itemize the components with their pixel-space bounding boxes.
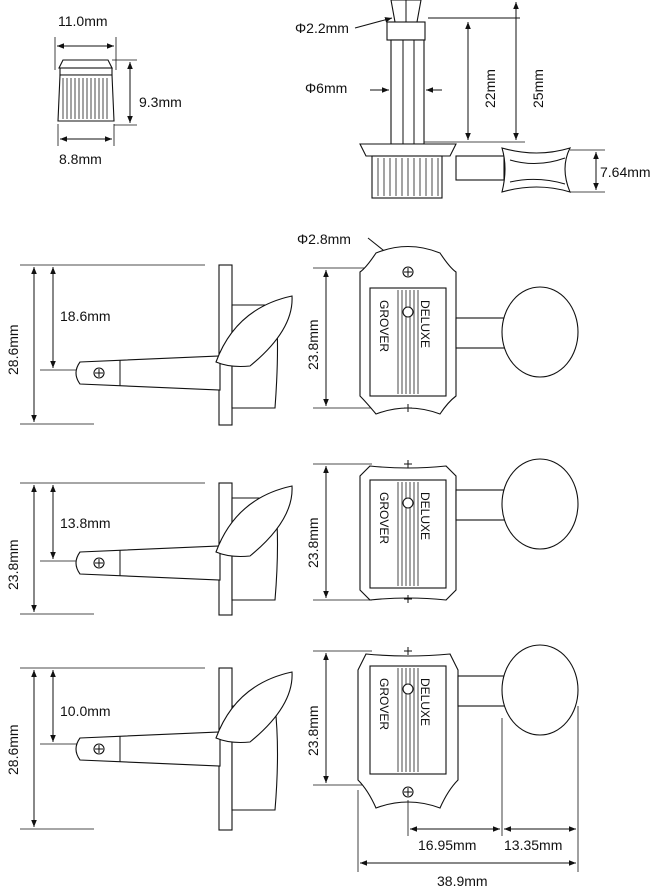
post-25-label: 25mm: [530, 69, 546, 108]
side3-post-label: 10.0mm: [60, 703, 111, 719]
side-view-3: 28.6mm 10.0mm: [5, 667, 293, 831]
button-thickness-label: 7.64mm: [600, 164, 651, 180]
front3-height-label: 23.8mm: [305, 705, 321, 756]
bushing-detail: 11.0mm 9.3mm 8.8mm: [54, 13, 182, 167]
brand-grover-2: GROVER: [377, 492, 391, 544]
bushing-base-label: 8.8mm: [59, 151, 102, 167]
shaft-diameter-label: Φ6mm: [305, 80, 347, 96]
front-view-2: 23.8mm GROVER DELUXE: [305, 458, 579, 603]
bushing-height-label: 9.3mm: [139, 94, 182, 110]
side2-post-label: 13.8mm: [60, 515, 111, 531]
front-view-1: 23.8mm GROVER DELUXE: [305, 246, 579, 415]
front-view-3: 23.8mm GROVER DELUXE 16.95mm 13.35mm 38.…: [305, 644, 579, 889]
front-to-button-label: 16.95mm: [418, 837, 476, 853]
post-diameter-label: Φ2.2mm: [295, 20, 349, 36]
bushing-width-label: 11.0mm: [58, 13, 108, 29]
brand-deluxe-1: DELUXE: [418, 300, 432, 348]
side1-total-label: 28.6mm: [5, 324, 21, 375]
post-side-detail: Φ2.2mm Φ6mm 22mm 25mm: [295, 0, 651, 199]
side3-total-label: 28.6mm: [5, 724, 21, 775]
brand-grover-1: GROVER: [377, 300, 391, 352]
side1-post-label: 18.6mm: [60, 308, 111, 324]
screw-hole-label: Φ2.8mm: [297, 231, 351, 247]
brand-grover-3: GROVER: [377, 678, 391, 730]
brand-deluxe-2: DELUXE: [418, 492, 432, 540]
overall-width-label: 38.9mm: [437, 873, 488, 889]
post-22-label: 22mm: [482, 69, 498, 108]
side-view-2: 23.8mm 13.8mm: [5, 482, 293, 616]
brand-deluxe-3: DELUXE: [418, 678, 432, 726]
front1-height-label: 23.8mm: [305, 319, 321, 370]
side-view-1: 28.6mm 18.6mm: [5, 264, 293, 426]
button-width-label: 13.35mm: [504, 837, 562, 853]
side2-total-label: 23.8mm: [5, 539, 21, 590]
front2-height-label: 23.8mm: [305, 517, 321, 568]
